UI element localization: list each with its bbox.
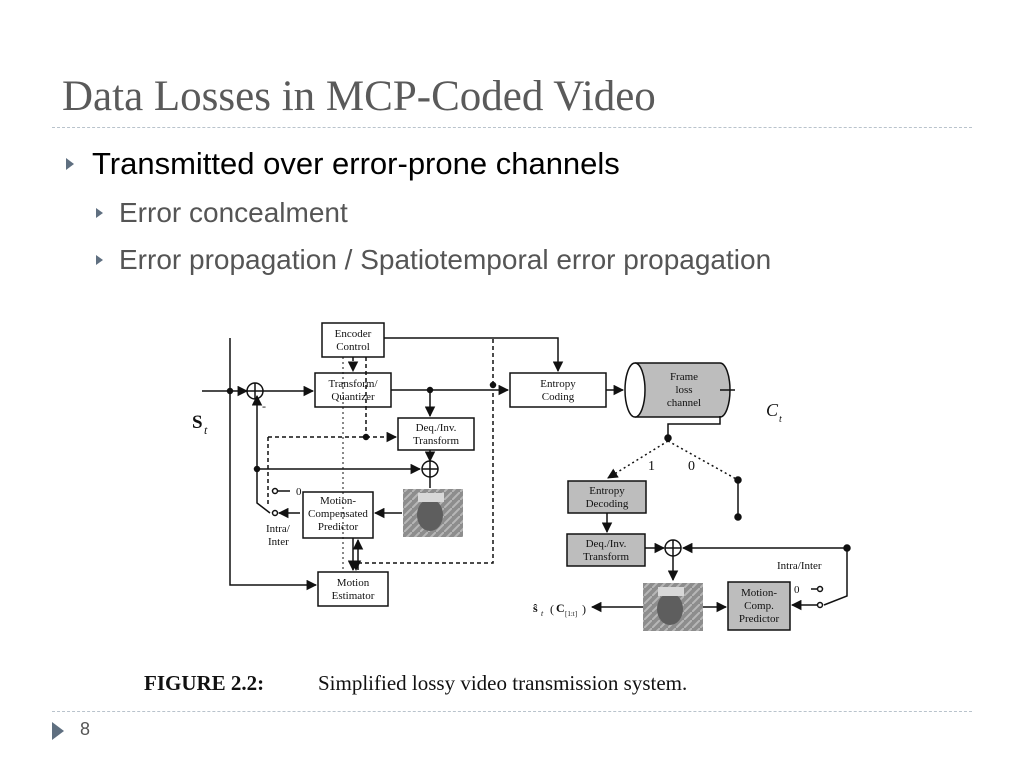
- switch-zero-label: 0: [688, 459, 695, 474]
- slide-title: Data Losses in MCP-Coded Video: [62, 73, 656, 120]
- slide-number: 8: [80, 719, 91, 739]
- channel-line3: channel: [667, 397, 701, 409]
- mc-predictor-decoder-block: Motion- Comp. Predictor: [727, 581, 791, 631]
- mc-predictor-encoder-block: Motion- Compensated Predictor: [302, 491, 374, 539]
- bullet-text: Error propagation / Spatiotemporal error…: [119, 244, 772, 275]
- switch-one-label: 1: [648, 459, 655, 474]
- bullet-level2: Error propagation / Spatiotemporal error…: [96, 244, 771, 276]
- block-diagram: Encoder Control Transform/ Quantizer Ent…: [144, 322, 851, 695]
- bullet-level1: Transmitted over error-prone channels: [66, 146, 620, 182]
- decoder-output-frame-image: [643, 583, 703, 631]
- deq-dec-line1: Deq./Inv.: [586, 538, 627, 550]
- mcp-enc-line1: Motion-: [320, 495, 356, 507]
- bullet-triangle-icon: [96, 255, 103, 265]
- deq-enc-line2: Transform: [413, 435, 459, 447]
- input-signal-subscript: t: [204, 423, 208, 437]
- output-arg-subscript: [1:t]: [565, 610, 577, 618]
- entropy-decoding-line2: Decoding: [586, 498, 629, 510]
- mcp-dec-line3: Predictor: [739, 613, 780, 625]
- enc-intra-inter-line1: Intra/: [266, 523, 291, 535]
- bullet-level2: Error concealment: [96, 197, 348, 229]
- encoder-control-line2: Control: [336, 341, 370, 353]
- footer-divider: [52, 711, 972, 712]
- output-signal-subscript: t: [541, 609, 544, 618]
- encoder-control-line1: Encoder: [335, 328, 372, 340]
- dec-intra-inter-label: Intra/Inter: [777, 560, 822, 572]
- mcp-dec-line2: Comp.: [744, 600, 774, 612]
- dec-switch-zero-label: 0: [794, 584, 800, 596]
- motion-estimator-block: Motion Estimator: [317, 571, 389, 607]
- output-signal-label: ŝ: [533, 601, 538, 615]
- output-paren-close: ): [582, 602, 586, 616]
- deq-inv-transform-decoder-block: Deq./Inv. Transform: [566, 533, 646, 567]
- transform-quantizer-block: Transform/ Quantizer: [314, 372, 392, 408]
- figure-video-transmission-system: Encoder Control Transform/ Quantizer Ent…: [140, 308, 860, 708]
- entropy-coding-block: Entropy Coding: [509, 372, 607, 408]
- channel-state-label: C: [766, 400, 779, 420]
- deq-inv-transform-encoder-block: Deq./Inv. Transform: [397, 417, 475, 451]
- entropy-coding-line1: Entropy: [540, 378, 576, 390]
- entropy-decoding-block: Entropy Decoding: [567, 480, 647, 514]
- entropy-coding-line2: Coding: [542, 391, 575, 403]
- output-arg-label: C: [556, 601, 565, 615]
- bullet-triangle-icon: [66, 158, 74, 170]
- enc-switch-zero-label: 0: [296, 486, 302, 498]
- motion-estimator-line1: Motion: [337, 577, 370, 589]
- entropy-decoding-line1: Entropy: [589, 485, 625, 497]
- channel-line1: Frame: [670, 371, 698, 383]
- bullet-text: Transmitted over error-prone channels: [92, 146, 620, 181]
- motion-estimator-line2: Estimator: [332, 590, 375, 602]
- deq-enc-line1: Deq./Inv.: [416, 422, 457, 434]
- frame-loss-channel-block: Frame loss channel: [624, 362, 731, 418]
- slide-number-triangle-icon: [52, 722, 64, 740]
- output-paren-open: (: [550, 602, 554, 616]
- enc-intra-inter-line2: Inter: [268, 536, 289, 548]
- bullet-text: Error concealment: [119, 197, 348, 228]
- input-signal-label: S: [192, 412, 203, 433]
- channel-state-subscript: t: [779, 414, 782, 425]
- mcp-enc-line3: Predictor: [318, 521, 359, 533]
- mcp-dec-line1: Motion-: [741, 587, 777, 599]
- bullet-triangle-icon: [96, 208, 103, 218]
- channel-line2: loss: [675, 384, 692, 396]
- encoder-control-block: Encoder Control: [321, 322, 385, 358]
- encoder-reference-frame-image: [403, 489, 463, 537]
- transform-quantizer-line2: Quantizer: [331, 391, 375, 403]
- minus-sign: -: [262, 399, 266, 413]
- figure-caption-label: FIGURE 2.2:: [144, 671, 264, 695]
- mcp-enc-line2: Compensated: [308, 508, 368, 520]
- transform-quantizer-line1: Transform/: [328, 378, 378, 390]
- deq-dec-line2: Transform: [583, 551, 629, 563]
- title-divider: [52, 127, 972, 128]
- figure-caption-text: Simplified lossy video transmission syst…: [318, 671, 687, 695]
